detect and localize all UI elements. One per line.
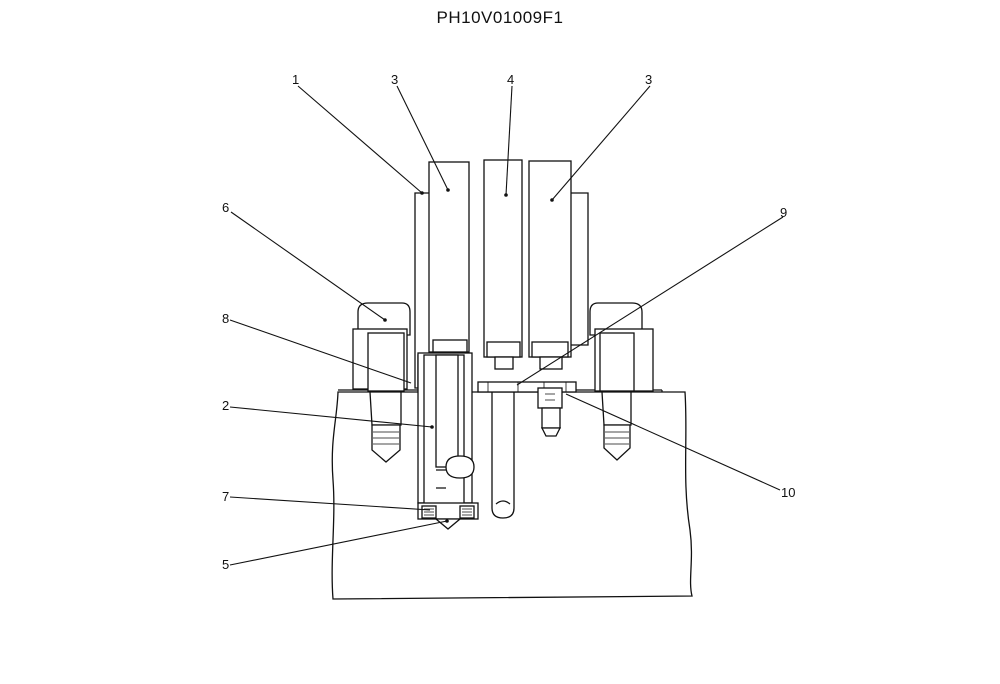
callout-7: 7: [222, 489, 229, 504]
callout-4: 4: [507, 72, 514, 87]
small-screw: [537, 387, 563, 437]
callout-3a: 3: [391, 72, 398, 87]
callout-8: 8: [222, 311, 229, 326]
callout-10: 10: [781, 485, 795, 500]
column-right: [528, 160, 572, 370]
callout-5: 5: [222, 557, 229, 572]
callout-1: 1: [292, 72, 299, 87]
shim-plate: [477, 381, 577, 393]
right-bolt: [589, 302, 654, 461]
pilot-pin: [491, 391, 515, 519]
leader-lines: [229, 85, 784, 566]
callout-2: 2: [222, 398, 229, 413]
spool-body: [417, 352, 475, 506]
diagram-title: PH10V01009F1: [436, 8, 564, 27]
column-left: [428, 161, 470, 353]
bottom-plug: [417, 502, 479, 530]
leader-dots: [383, 188, 554, 523]
callout-3b: 3: [645, 72, 652, 87]
housing-right: [569, 192, 589, 346]
callout-6: 6: [222, 200, 229, 215]
column-middle: [483, 159, 523, 370]
callout-9: 9: [780, 205, 787, 220]
